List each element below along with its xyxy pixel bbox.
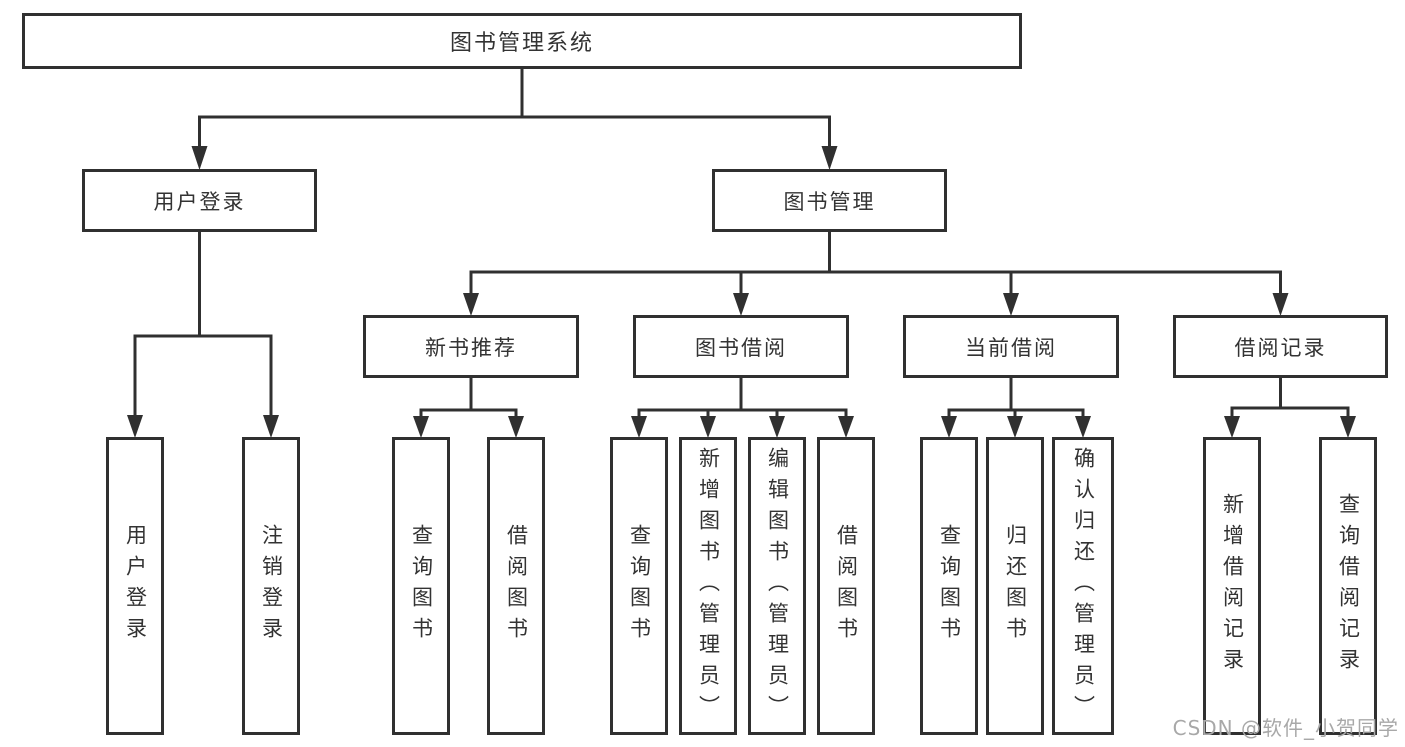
node-label: 新书推荐 (425, 335, 517, 360)
node-label: 当前借阅 (965, 335, 1057, 360)
leaf-label: 查询图书 (937, 524, 962, 648)
node-new-book-recommend: 新书推荐 (363, 315, 579, 378)
leaf-add-books-admin: 新增图书（管理员） (679, 437, 737, 735)
node-user-login: 用户登录 (82, 169, 317, 232)
leaf-label: 借阅图书 (504, 524, 529, 648)
leaf-label: 注销登录 (259, 524, 284, 648)
leaf-query-books-borrow: 查询图书 (610, 437, 668, 735)
node-label: 借阅记录 (1234, 335, 1327, 360)
leaf-add-borrow-record: 新增借阅记录 (1203, 437, 1261, 735)
csdn-watermark: CSDN @软件_小贺同学 (1172, 716, 1399, 740)
leaf-label: 新增图书（管理员） (696, 446, 721, 726)
leaf-label: 查询借阅记录 (1336, 493, 1361, 679)
node-borrow-records: 借阅记录 (1173, 315, 1388, 378)
leaf-label: 查询图书 (627, 524, 652, 648)
leaf-label: 确认归还（管理员） (1071, 446, 1096, 726)
node-label: 图书管理 (783, 189, 876, 214)
leaf-edit-books-admin: 编辑图书（管理员） (748, 437, 806, 735)
leaf-borrow-books-recommend: 借阅图书 (487, 437, 545, 735)
leaf-confirm-return-admin: 确认归还（管理员） (1052, 437, 1114, 735)
leaf-label: 归还图书 (1003, 524, 1028, 648)
leaf-label: 借阅图书 (834, 524, 859, 648)
leaf-label: 用户登录 (123, 524, 148, 648)
node-label: 用户登录 (153, 189, 246, 214)
leaf-return-books: 归还图书 (986, 437, 1044, 735)
leaf-user-login: 用户登录 (106, 437, 164, 735)
node-book-management: 图书管理 (712, 169, 947, 232)
node-label: 图书管理系统 (449, 31, 594, 56)
leaf-query-borrow-record: 查询借阅记录 (1319, 437, 1377, 735)
leaf-query-books-recommend: 查询图书 (392, 437, 450, 735)
leaf-label: 查询图书 (409, 524, 434, 648)
leaf-label: 编辑图书（管理员） (765, 446, 790, 726)
node-book-borrow: 图书借阅 (633, 315, 849, 378)
leaf-label: 新增借阅记录 (1220, 493, 1245, 679)
leaf-query-books-current: 查询图书 (920, 437, 978, 735)
node-current-borrow: 当前借阅 (903, 315, 1119, 378)
leaf-logout: 注销登录 (242, 437, 300, 735)
node-system-root: 图书管理系统 (22, 13, 1022, 69)
leaf-borrow-books: 借阅图书 (817, 437, 875, 735)
node-label: 图书借阅 (695, 335, 787, 360)
